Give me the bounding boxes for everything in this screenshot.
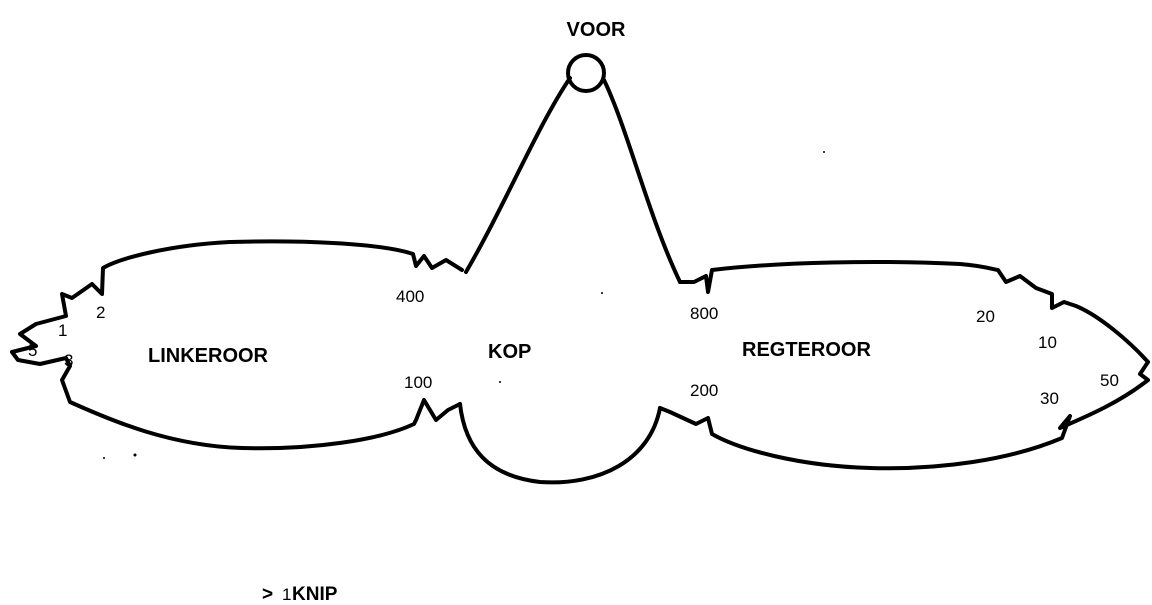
notch-value-200: 200	[690, 381, 718, 400]
left-ear-outline	[10, 239, 464, 451]
notch-value-3: 3	[64, 351, 73, 370]
left-ear-label: LINKEROOR	[148, 345, 269, 367]
scan-speck	[103, 457, 105, 459]
front-circle	[566, 53, 606, 93]
head-bottom-outline	[458, 402, 662, 485]
legend: > 1 KNIP	[262, 584, 338, 605]
scan-speck	[601, 292, 603, 294]
notch-value-10: 10	[1038, 333, 1057, 352]
notch-value-50: 50	[1100, 371, 1119, 390]
head-top-outline	[464, 76, 682, 284]
legend-text: KNIP	[292, 584, 338, 605]
notch-value-400: 400	[396, 287, 424, 306]
legend-count: 1	[282, 585, 291, 604]
notch-value-100: 100	[404, 373, 432, 392]
notch-value-5: 5	[28, 341, 37, 360]
head-label: KOP	[488, 341, 531, 363]
legend-notch-symbol: >	[262, 584, 273, 605]
scan-speck	[499, 381, 501, 383]
notch-value-1: 1	[58, 321, 67, 340]
scan-speck	[133, 453, 137, 457]
notch-value-30: 30	[1040, 389, 1059, 408]
notch-value-2: 2	[96, 303, 105, 322]
scan-speck	[823, 151, 825, 153]
notch-value-20: 20	[976, 307, 995, 326]
right-ear-outline	[658, 260, 1150, 471]
front-label: VOOR	[567, 19, 626, 41]
right-ear-label: REGTEROOR	[742, 339, 871, 361]
notch-value-800: 800	[690, 304, 718, 323]
